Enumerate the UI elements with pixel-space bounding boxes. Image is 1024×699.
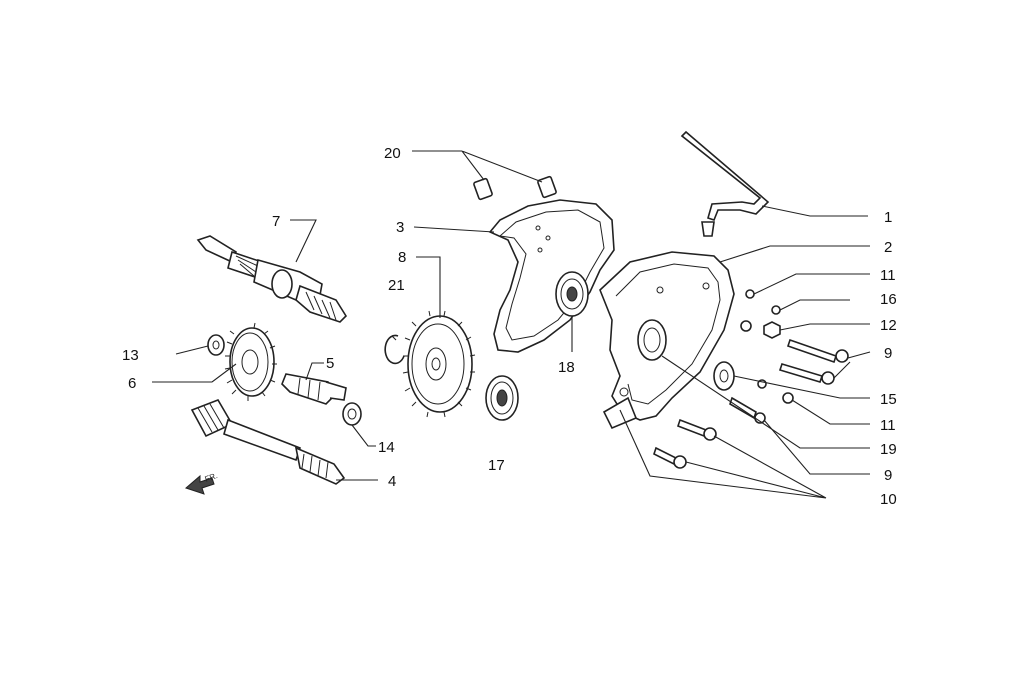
callout-15: 15 xyxy=(880,391,897,408)
callout-12: 12 xyxy=(880,317,897,334)
callout-16: 16 xyxy=(880,291,897,308)
front-mark-label: FR. xyxy=(204,471,219,484)
washer-13-part xyxy=(207,334,225,356)
callout-8: 8 xyxy=(398,249,406,266)
callout-18: 18 xyxy=(558,359,575,376)
callout-19: 19 xyxy=(880,441,897,458)
rod-1-part xyxy=(680,130,770,237)
callout-7: 7 xyxy=(272,213,280,230)
callout-13: 13 xyxy=(122,347,139,364)
callout-9-lower: 9 xyxy=(884,467,892,484)
callout-3: 3 xyxy=(396,219,404,236)
callout-11-upper: 11 xyxy=(880,267,896,284)
washer-14-part xyxy=(342,402,362,426)
dowel-pins-part xyxy=(473,175,557,201)
callout-14: 14 xyxy=(378,439,395,456)
callout-5: 5 xyxy=(326,355,334,372)
fasteners-group xyxy=(653,289,849,469)
bearing-17-part xyxy=(485,375,519,421)
callout-20: 20 xyxy=(384,145,401,162)
callout-21: 21 xyxy=(388,277,405,294)
cover-2-part xyxy=(599,251,735,430)
callout-labels: 20 7 3 8 21 13 6 5 14 4 17 18 1 2 11 16 … xyxy=(122,145,897,508)
gasket-3-part xyxy=(488,199,615,353)
leader-lines xyxy=(152,150,871,499)
output-shaft-part xyxy=(190,399,346,485)
callout-9-upper: 9 xyxy=(884,345,892,362)
callout-10: 10 xyxy=(880,491,897,508)
gear-8-part xyxy=(402,310,476,418)
callout-1: 1 xyxy=(884,209,892,226)
callout-4: 4 xyxy=(388,473,396,490)
callout-6: 6 xyxy=(128,375,136,392)
callout-17: 17 xyxy=(488,457,505,474)
bearing-18-part xyxy=(555,271,589,317)
circlip-21-part xyxy=(384,334,405,365)
gear-6-part xyxy=(224,322,277,401)
main-shaft-part xyxy=(196,235,348,323)
callout-2: 2 xyxy=(884,239,892,256)
shaft-5-part xyxy=(281,373,347,405)
front-direction-arrow: FR. xyxy=(185,471,219,495)
callout-11-lower: 11 xyxy=(880,417,896,434)
